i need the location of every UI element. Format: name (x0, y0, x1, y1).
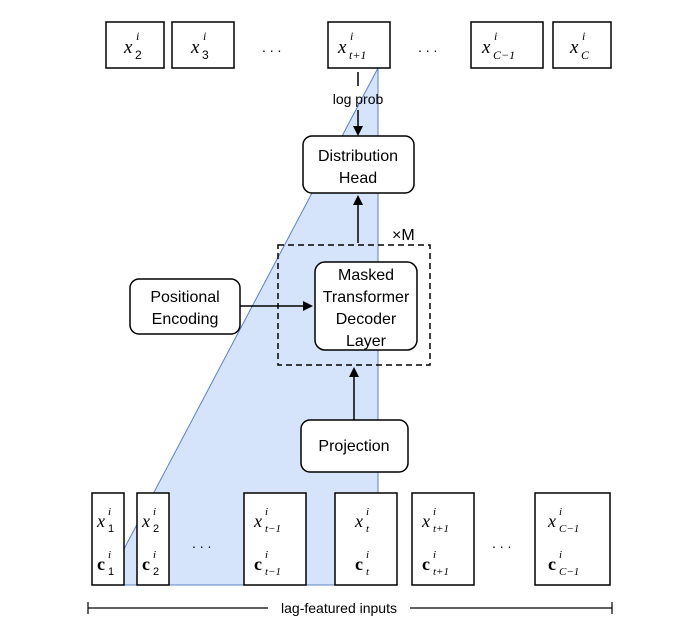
input-x-sub: 2 (153, 523, 159, 535)
output-sub: t+1 (349, 48, 366, 62)
output-sub: 3 (202, 48, 209, 62)
input-token-box: x i C−1 c i C−1 (534, 492, 611, 586)
projection-box: Projection (300, 419, 409, 473)
input-c-sup: i (433, 549, 436, 561)
input-x-var: x (96, 511, 105, 531)
bottom-input-row: x i 1 c i 1 x i 2 c i 2 . . . x i t−1 c … (91, 492, 611, 586)
input-x-sup: i (366, 506, 369, 518)
output-token-box: x i 2 (105, 21, 165, 69)
decoder-line: Layer (346, 333, 387, 350)
top-output-row: x i 2 x i 3 . . . x i t+1 . . . x i C−1 … (105, 21, 612, 69)
decoder-layer-box: Masked Transformer Decoder Layer (314, 261, 418, 351)
span-label: lag-featured inputs (281, 600, 397, 616)
input-x-var: x (354, 511, 363, 531)
output-var: x (190, 37, 200, 58)
input-c-sub: t (366, 566, 370, 578)
input-x-var: x (253, 511, 262, 531)
output-var: x (481, 37, 491, 58)
input-c-var: c (142, 554, 150, 574)
input-c-var: c (97, 554, 105, 574)
output-token-box: x i C−1 (470, 21, 544, 69)
input-c-sup: i (559, 549, 562, 561)
bottom-ellipsis: . . . (192, 535, 211, 551)
output-sub: C (581, 48, 590, 62)
distribution-head-box: Distribution Head (302, 135, 415, 194)
input-x-sup: i (265, 506, 268, 518)
input-x-sub: t+1 (433, 523, 449, 535)
output-sup: i (582, 29, 585, 43)
output-sub: 2 (135, 48, 142, 62)
input-c-sub: t+1 (433, 566, 449, 578)
decoder-line: Masked (338, 267, 394, 284)
positional-line: Encoding (152, 311, 219, 328)
input-x-var: x (547, 511, 556, 531)
input-c-sup: i (108, 549, 111, 561)
output-sup: i (136, 29, 139, 43)
output-sub: C−1 (493, 48, 515, 62)
input-c-var: c (422, 554, 430, 574)
repeat-label: ×M (392, 227, 415, 244)
input-c-sub: t−1 (265, 566, 281, 578)
output-var: x (569, 37, 579, 58)
output-token-box: x i C (552, 21, 612, 69)
input-x-sub: 1 (108, 523, 114, 535)
log-prob-label: log prob (333, 91, 384, 107)
decoder-line: Decoder (336, 311, 397, 328)
input-c-sub: 1 (108, 566, 114, 578)
decoder-line: Transformer (323, 289, 410, 306)
output-sup: i (350, 29, 353, 43)
input-c-sub: C−1 (559, 566, 579, 578)
positional-line: Positional (150, 289, 219, 306)
input-c-var: c (355, 554, 363, 574)
output-var: x (123, 37, 133, 58)
input-token-box: x i t+1 c i t+1 (411, 492, 475, 586)
input-token-box: x i t c i t (334, 492, 398, 586)
input-c-var: c (548, 554, 556, 574)
input-x-sub: t−1 (265, 523, 281, 535)
input-x-var: x (141, 511, 150, 531)
input-token-box: x i 2 c i 2 (136, 492, 170, 586)
repeat-block (277, 244, 431, 366)
input-token-box: x i t−1 c i t−1 (243, 492, 307, 586)
output-var: x (337, 37, 347, 58)
output-token-box: x i t+1 (327, 21, 391, 69)
top-ellipsis: . . . (418, 39, 437, 55)
input-x-var: x (421, 511, 430, 531)
distribution-head-line: Distribution (318, 148, 398, 165)
input-x-sup: i (108, 506, 111, 518)
input-x-sub: t (366, 523, 370, 535)
projection-label: Projection (318, 438, 389, 455)
distribution-head-line: Head (339, 170, 377, 187)
input-c-sup: i (366, 549, 369, 561)
output-sup: i (203, 29, 206, 43)
bottom-ellipsis: . . . (492, 535, 511, 551)
input-x-sub: C−1 (559, 523, 579, 535)
input-c-var: c (254, 554, 262, 574)
input-x-sup: i (433, 506, 436, 518)
span-indicator: lag-featured inputs (87, 600, 613, 616)
input-x-sup: i (559, 506, 562, 518)
output-sup: i (494, 29, 497, 43)
output-token-box: x i 3 (171, 21, 235, 69)
input-token-box: x i 1 c i 1 (91, 492, 125, 586)
top-ellipsis: . . . (262, 39, 281, 55)
input-x-sup: i (153, 506, 156, 518)
input-c-sub: 2 (153, 566, 159, 578)
input-c-sup: i (265, 549, 268, 561)
input-c-sup: i (153, 549, 156, 561)
positional-encoding-box: Positional Encoding (129, 278, 241, 335)
